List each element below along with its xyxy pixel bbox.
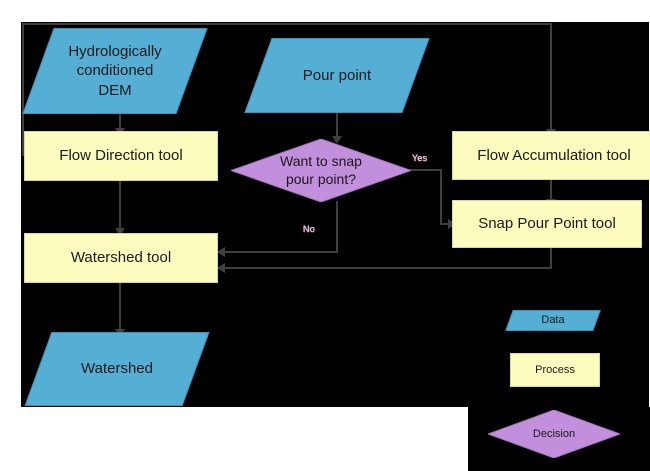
legend-decision-diamond <box>488 410 620 458</box>
connector-flowdir-to-watershedtool-arrow <box>115 228 125 236</box>
node-flow-direction-tool[interactable]: Flow Direction tool <box>24 131 218 181</box>
node-hydrologically-conditioned-dem[interactable]: Hydrologically conditioned DEM <box>22 28 208 114</box>
connector-decision-no-arrow <box>217 247 225 257</box>
node-snap-pour-point-tool[interactable]: Snap Pour Point tool <box>452 200 642 248</box>
node-watershed-tool[interactable]: Watershed tool <box>24 233 218 283</box>
connector-watershedtool-to-watershed-line <box>119 281 121 331</box>
connector-snap-to-watershedtool-segment-down <box>550 246 552 269</box>
connector-flowaccum-to-snap-line <box>550 178 552 201</box>
node-watershed-label: Watershed <box>81 360 153 378</box>
node-pour-point-label: Pour point <box>302 66 372 84</box>
node-flow-accumulation-tool-label: Flow Accumulation tool <box>477 146 631 164</box>
decision-diamond-shape <box>231 139 411 202</box>
connector-decision-yes-segment-into-snap <box>440 223 450 225</box>
legend-decision-shape: Decision <box>488 410 620 458</box>
node-flow-accumulation-tool[interactable]: Flow Accumulation tool <box>452 131 650 180</box>
legend-data-label: Data <box>541 314 565 327</box>
legend-process-label: Process <box>535 363 575 376</box>
connector-decision-no-segment-down <box>336 201 338 253</box>
connector-snap-to-watershedtool-arrow <box>217 263 225 273</box>
connector-flowdir-to-flowaccum-segment-top <box>22 23 552 25</box>
node-watershed-tool-label: Watershed tool <box>70 249 172 267</box>
legend-process-shape: Process <box>510 353 600 387</box>
connector-flowdir-to-flowaccum-segment-up <box>22 23 24 156</box>
node-want-to-snap-decision[interactable]: Want to snap pour point? <box>231 139 411 202</box>
connector-decision-no-segment-left <box>225 251 338 253</box>
node-hydrologically-conditioned-dem-label: Hydrologically conditioned DEM <box>68 43 162 99</box>
legend-data-shape: Data <box>505 310 601 331</box>
connector-pourpoint-to-decision-arrow <box>332 136 342 144</box>
node-watershed[interactable]: Watershed <box>24 332 210 406</box>
node-pour-point[interactable]: Pour point <box>244 38 430 113</box>
branch-label-yes: Yes <box>412 153 428 163</box>
connector-dem-to-flowdir-line <box>119 112 121 130</box>
connector-flowdir-to-flowaccum-segment-down <box>550 23 552 131</box>
branch-label-no: No <box>303 224 315 234</box>
node-snap-pour-point-tool-label: Snap Pour Point tool <box>478 215 616 233</box>
connector-flowdir-to-watershedtool-line <box>119 179 121 230</box>
connector-decision-yes-segment-right <box>410 169 442 171</box>
node-flow-direction-tool-label: Flow Direction tool <box>59 147 183 165</box>
connector-pourpoint-to-decision-line <box>336 111 338 138</box>
connector-snap-to-watershedtool-segment-left <box>225 267 552 269</box>
connector-decision-yes-segment-down <box>440 169 442 225</box>
